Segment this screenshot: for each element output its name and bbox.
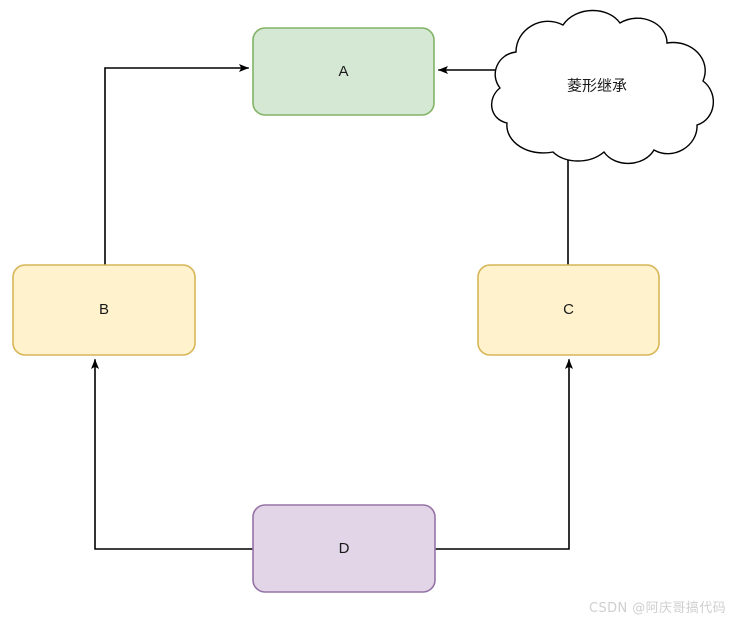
node-b-label: B	[99, 301, 109, 318]
node-b-box	[12, 264, 196, 356]
cloud-note[interactable]: 菱形继承	[491, 9, 715, 165]
node-c-label: C	[563, 301, 574, 318]
node-d[interactable]: D	[252, 504, 436, 593]
edge-d-to-b[interactable]	[91, 359, 254, 550]
node-a-box	[252, 27, 435, 116]
node-b[interactable]: B	[12, 264, 196, 356]
edge-b-to-a[interactable]	[104, 64, 249, 266]
cloud-shape	[491, 9, 715, 165]
cloud-note-label: 菱形继承	[567, 77, 627, 95]
edge-group	[91, 64, 573, 550]
node-c[interactable]: C	[477, 264, 660, 356]
node-a-label: A	[338, 63, 348, 80]
node-d-label: D	[339, 540, 350, 557]
edge-d-to-c[interactable]	[434, 359, 573, 550]
node-d-box	[252, 504, 436, 593]
csdn-watermark: CSDN @阿庆哥搞代码	[589, 601, 726, 616]
node-c-box	[477, 264, 660, 356]
node-a[interactable]: A	[252, 27, 435, 116]
